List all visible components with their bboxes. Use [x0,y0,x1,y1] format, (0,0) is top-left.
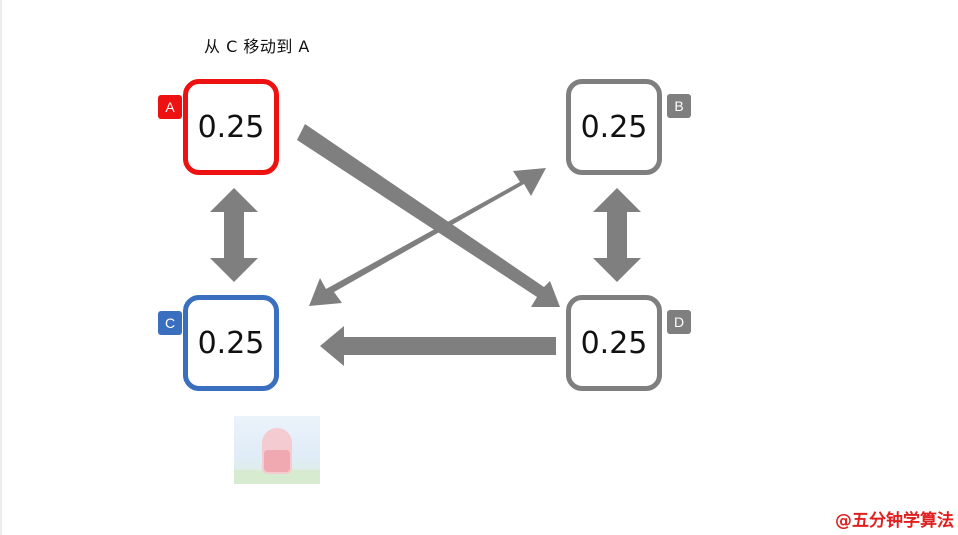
watermark: @五分钟学算法 [835,511,954,531]
node-d-tag: D [667,310,691,334]
node-c-tag: C [158,311,182,335]
node-d: 0.25 [566,295,662,391]
thumbnail-ground [234,470,320,484]
cartoon-character-thumbnail [234,416,320,484]
node-a: 0.25 [183,79,279,175]
arrow-a-d [297,124,560,307]
arrow-d-c [320,326,556,366]
node-d-value: 0.25 [580,325,648,361]
node-c-value: 0.25 [197,325,265,361]
node-c: 0.25 [183,295,279,391]
node-b-tag: B [667,94,691,118]
arrow-b-d [593,188,641,282]
thumbnail-figure-body [264,450,290,472]
node-a-tag: A [158,95,182,119]
node-b: 0.25 [566,79,662,175]
arrow-a-c [210,188,258,282]
node-a-value: 0.25 [197,109,265,145]
step-caption: 从 C 移动到 A [204,37,310,56]
node-b-value: 0.25 [580,109,648,145]
arrow-c-b [309,168,546,306]
left-edge-rule [0,0,2,535]
